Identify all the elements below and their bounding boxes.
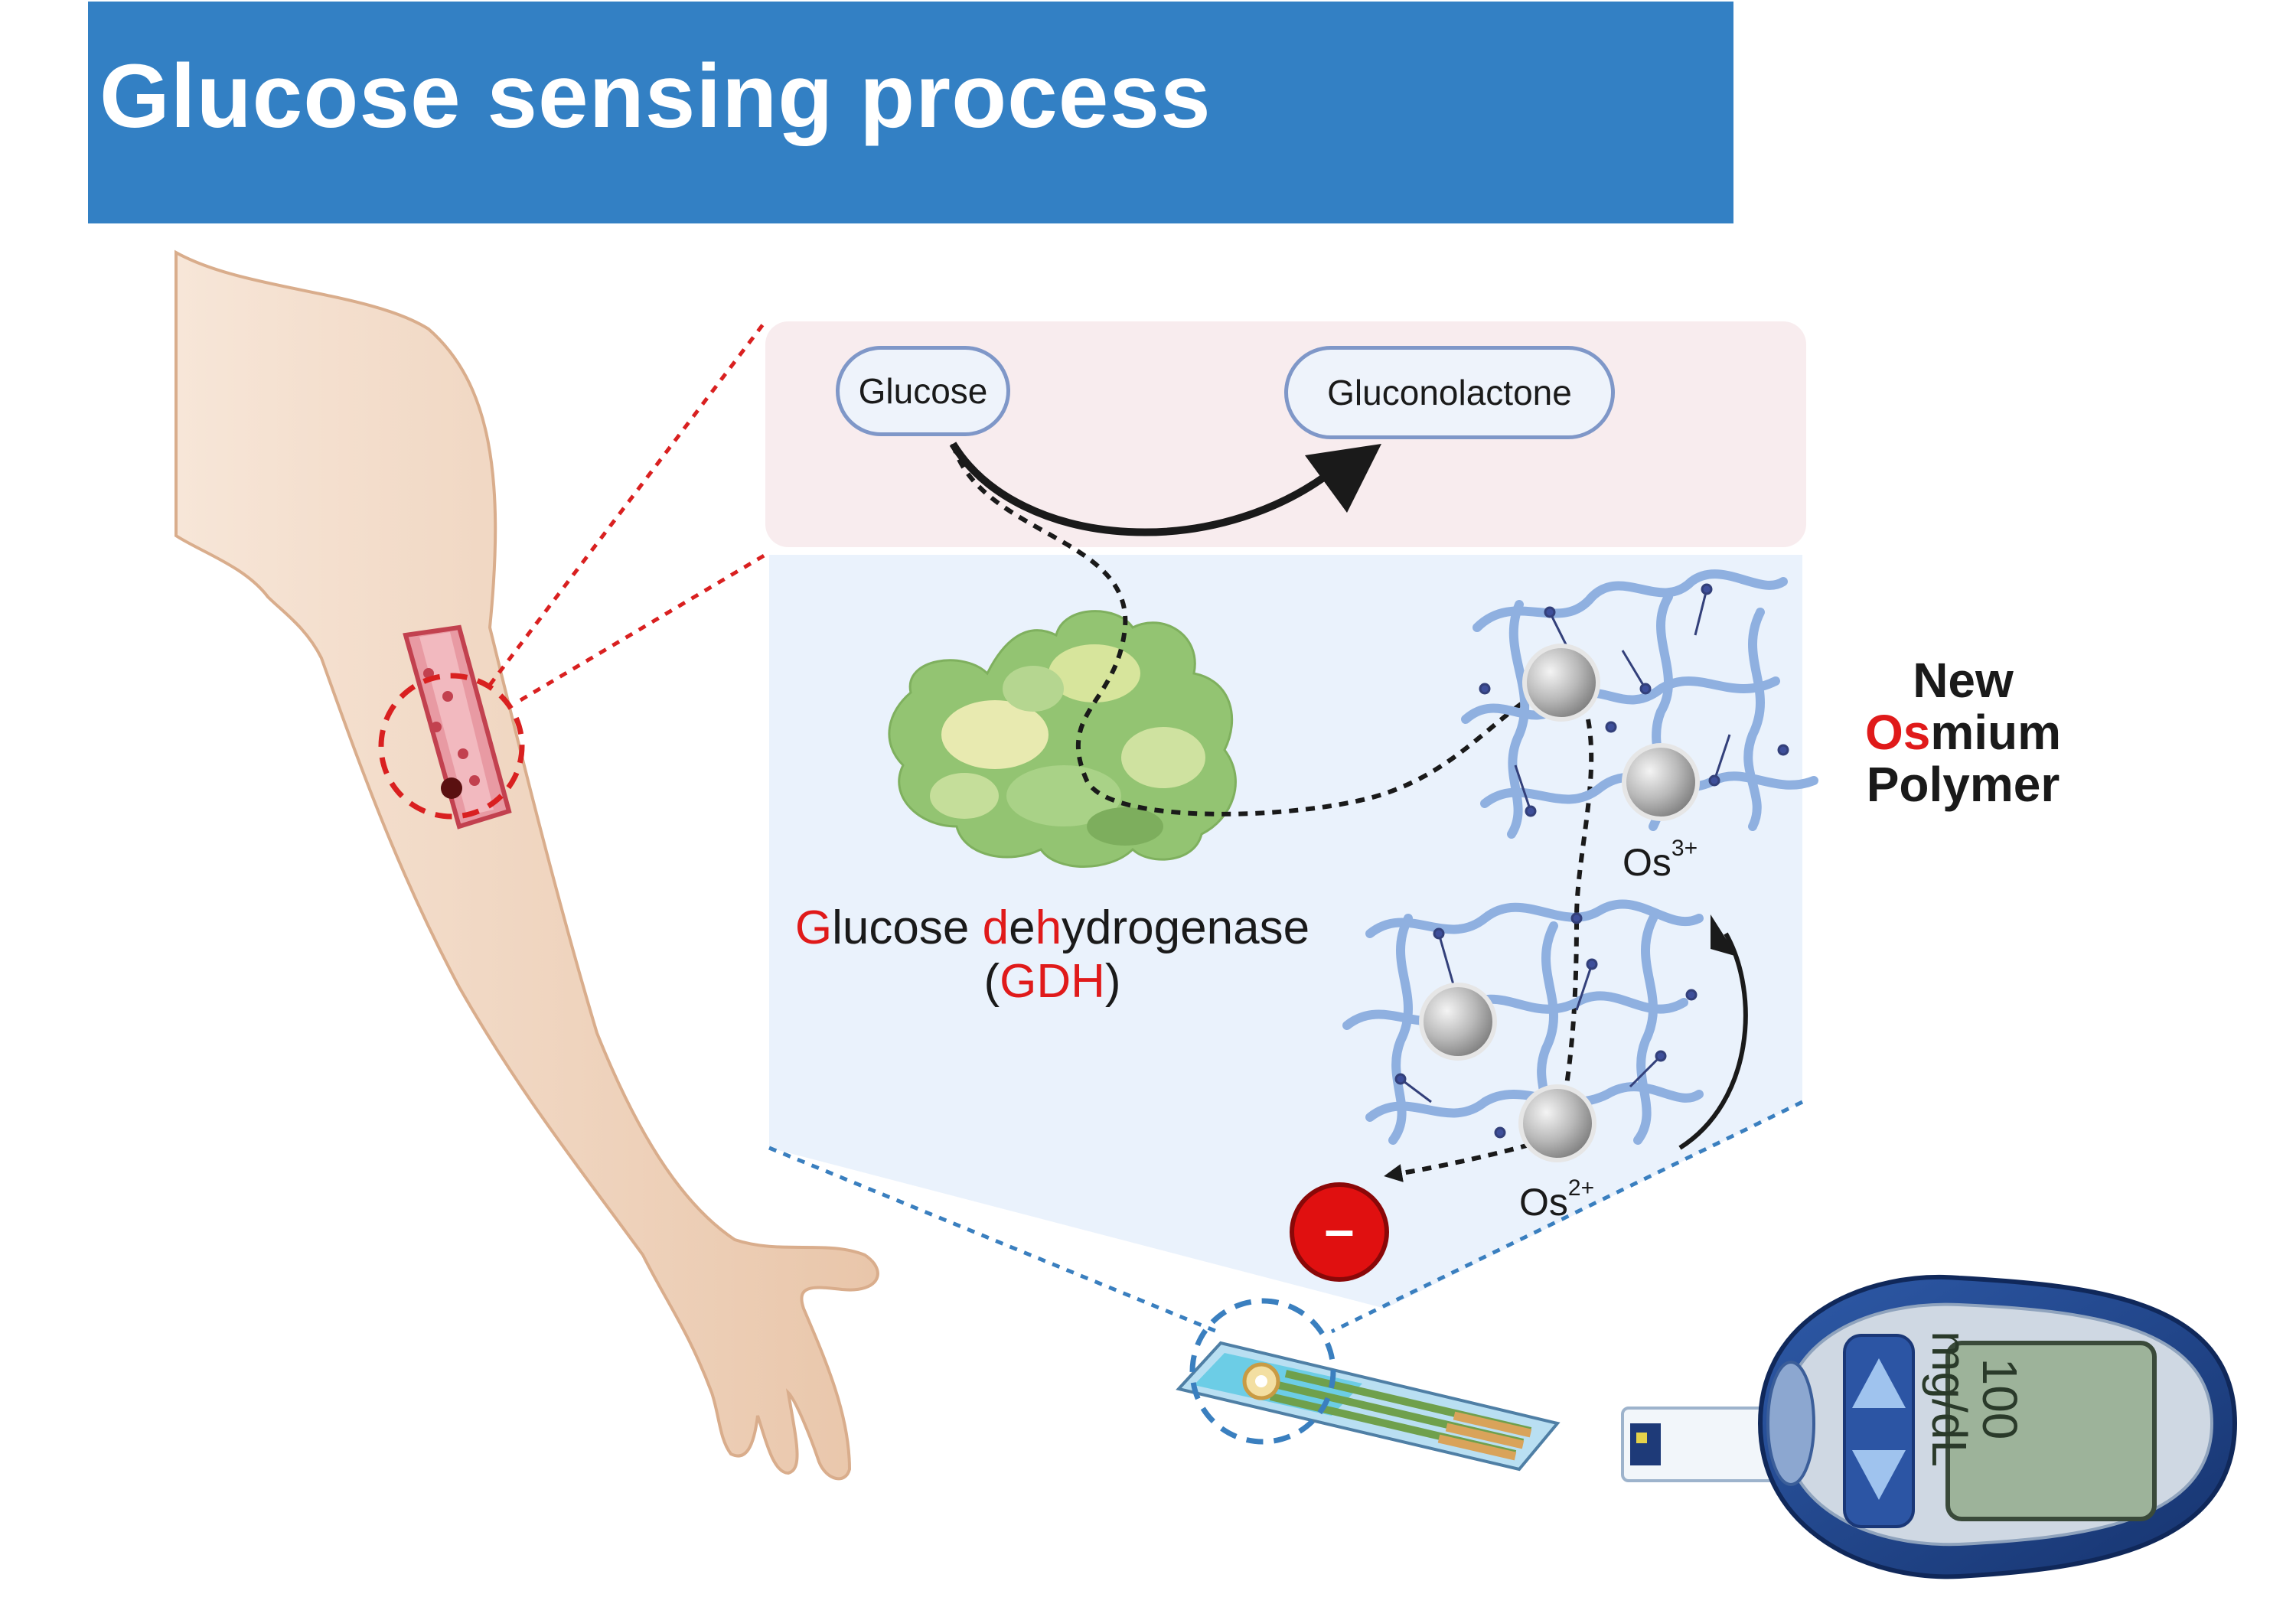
- osmium-atom-3: [1419, 983, 1497, 1061]
- enzyme-name: Glucose dehydrogenase: [769, 901, 1336, 955]
- os3-label: Os3+: [1623, 836, 1698, 885]
- enzyme-name-part: h: [1035, 901, 1062, 954]
- test-strip: [1176, 1341, 1561, 1472]
- strip-zoom-callout: [768, 1100, 1804, 1334]
- reaction-arrow-head: [1305, 444, 1381, 513]
- enzyme-name-part: e: [1009, 901, 1035, 954]
- enzyme-abbreviation: (GDH): [769, 955, 1336, 1009]
- polymer-label: New Osmium Polymer: [1837, 654, 2089, 810]
- os2-label: Os2+: [1519, 1175, 1594, 1224]
- enzyme-abbr-close: ): [1104, 955, 1121, 1008]
- glucometer: [1621, 1275, 2238, 1579]
- electron-path-enzyme: [951, 443, 1540, 817]
- glucose-pill: Glucose: [836, 346, 1010, 436]
- os3-charge: 3+: [1671, 836, 1698, 861]
- meter-unit: mg/dL: [1922, 1331, 1977, 1467]
- polymer-line-2-red: Os: [1864, 705, 1931, 760]
- osmium-atom-os3: [1622, 743, 1700, 821]
- polymer-line-2-rest: mium: [1930, 705, 2062, 760]
- arm-illustration: [174, 249, 879, 1481]
- meter-reading: 100 mg/dL: [1922, 1307, 2027, 1491]
- reaction-arrow: [949, 442, 1350, 536]
- strip-zoom-circle: [1189, 1298, 1336, 1445]
- enzyme-abbr: GDH: [1000, 955, 1105, 1008]
- osmium-polymer-upper-links: [1479, 583, 1789, 817]
- arm-zoom-callout: [378, 320, 767, 820]
- polymer-line-2: Osmium: [1837, 706, 2089, 758]
- electron-symbol: –: [1324, 1199, 1355, 1259]
- os3-base: Os: [1623, 841, 1671, 884]
- electron-icon: [1290, 1182, 1389, 1282]
- regeneration-arrow-head: [1711, 914, 1737, 957]
- regeneration-arrow: [1678, 932, 1748, 1150]
- enzyme-label: Glucose dehydrogenase (GDH): [769, 901, 1336, 1009]
- enzyme-name-part: d: [982, 901, 1009, 954]
- enzyme-name-part: G: [794, 901, 833, 954]
- os2-charge: 2+: [1567, 1175, 1595, 1201]
- polymer-line-3: Polymer: [1866, 757, 2060, 812]
- osmium-polymer-lower-links: [1394, 912, 1698, 1139]
- title-banner: [88, 2, 1733, 223]
- page-title: Glucose sensing process: [99, 46, 1212, 147]
- os2-base: Os: [1519, 1181, 1568, 1224]
- gdh-enzyme-illustration: [888, 610, 1237, 868]
- gluconolactone-pill: Gluconolactone: [1284, 346, 1615, 439]
- enzyme-abbr-open: (: [983, 955, 1000, 1008]
- electron-path-polymer: [1559, 719, 1594, 1118]
- osmium-atom-1: [1522, 644, 1600, 722]
- osmium-atom-os2: [1518, 1084, 1596, 1162]
- enzyme-name-part: lucose: [832, 901, 983, 954]
- enzyme-name-part: ydrogenase: [1062, 901, 1310, 954]
- meter-value: 100: [1972, 1358, 2027, 1440]
- polymer-line-1: New: [1913, 653, 2014, 708]
